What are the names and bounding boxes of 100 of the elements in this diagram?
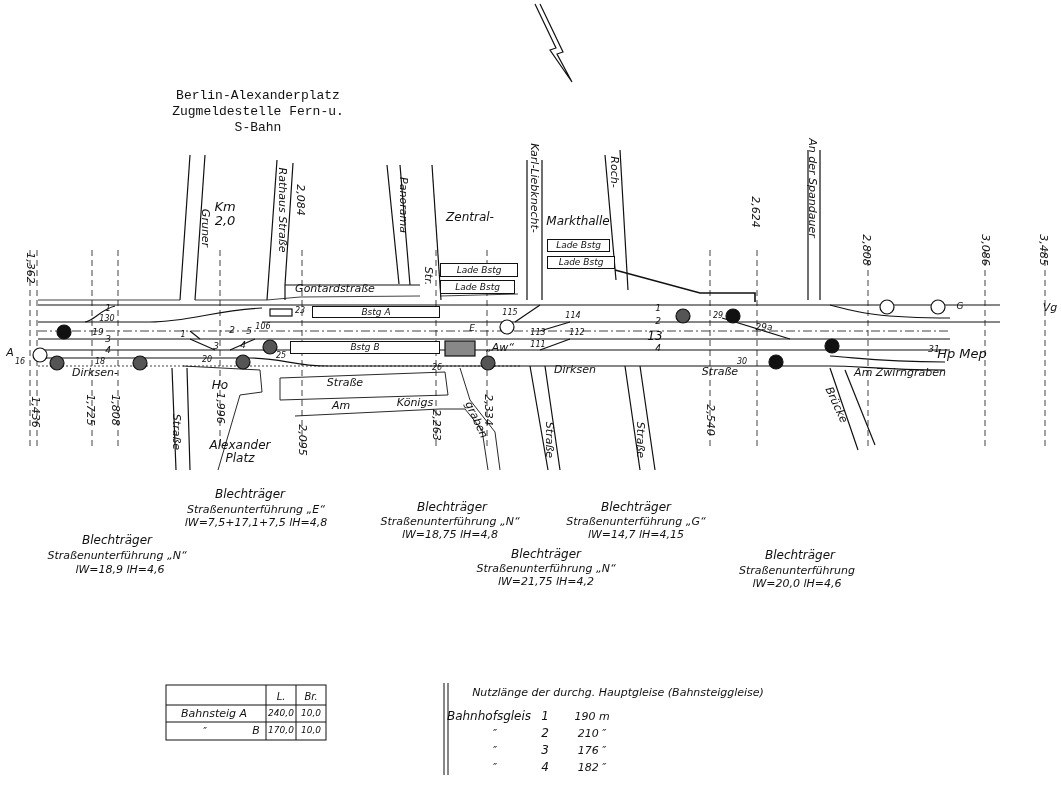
list-text: 210 ″	[577, 727, 607, 741]
street-name: Roch-	[607, 156, 621, 188]
list-text: 2	[541, 727, 549, 741]
place-name: Ho	[211, 379, 229, 393]
track-number: 16	[14, 357, 26, 367]
table-cell: Br.	[304, 690, 318, 702]
km-marker: 1,808	[108, 394, 122, 426]
street-name: Dirksen	[554, 363, 596, 377]
track-number: 18	[94, 357, 106, 367]
km-marker: 3,086	[978, 234, 992, 266]
track-number: 2	[655, 317, 661, 327]
bridge-name: Straßenunterführung „N“	[476, 562, 616, 576]
track-number: 4	[655, 344, 661, 354]
bridge-dimensions: lW=20,0 lH=4,6	[752, 577, 842, 591]
table-cell: 240,0	[268, 709, 294, 719]
bridge-dimensions: lW=18,9 lH=4,6	[75, 563, 165, 577]
km-marker: 1,725	[83, 394, 97, 426]
list-text: ″	[492, 761, 498, 775]
platform-box: Lade Bstg	[440, 263, 518, 277]
track-number: 5	[246, 327, 252, 337]
track-number: 19	[92, 328, 104, 338]
platform-box: Lade Bstg	[547, 239, 610, 252]
track-number: 1	[655, 304, 661, 314]
km-marker: 1,362	[23, 252, 37, 284]
bridge-name: Straßenunterführung „G“	[566, 515, 706, 529]
km-marker: 2,540	[703, 404, 717, 436]
list-text: 3	[541, 744, 549, 758]
track-number: 3	[213, 342, 219, 352]
street-name: An der Spandauer	[805, 138, 819, 238]
street-name: Zentral-	[446, 211, 494, 225]
street-name: Str.	[421, 266, 435, 286]
track-number: 20	[201, 355, 213, 365]
track-number: 26	[431, 363, 443, 373]
bridge-title: Blechträger	[510, 548, 582, 562]
place-name: Alexander Platz	[208, 438, 272, 466]
table-cell: 170,0	[268, 726, 294, 736]
list-text: 4	[541, 761, 549, 775]
street-name: Straße	[542, 421, 556, 459]
diagram-title: Berlin-Alexanderplatz Zugmeldestelle Fern-u. S-Bahn	[171, 88, 345, 136]
track-number: 29a	[755, 323, 773, 333]
list-text: 182 ″	[577, 761, 607, 775]
street-name: Am Zwirngraben	[854, 366, 946, 380]
street-name: Straße	[701, 365, 739, 379]
list-text: 176 ″	[577, 744, 607, 758]
track-number: 111	[530, 340, 546, 350]
track-number: 114	[565, 311, 581, 321]
street-name: Straße	[326, 376, 364, 390]
place-name: Hp Mep	[937, 346, 987, 362]
track-number: 4	[240, 341, 246, 351]
table-cell: L.	[276, 690, 286, 702]
list-text: 1	[541, 710, 549, 724]
platform-box: Lade Bstg	[547, 256, 615, 269]
track-number: 13	[647, 330, 663, 344]
street-name: Panorama	[396, 177, 410, 233]
track-number: 1	[180, 330, 186, 340]
signal-name: Vg	[1042, 301, 1058, 315]
track-number: 29	[712, 311, 724, 321]
track-number: 130	[99, 314, 115, 324]
track-number: 106	[255, 322, 271, 332]
track-number: 25	[275, 351, 287, 361]
table-cell: 10,0	[301, 726, 321, 736]
km-marker: 2,084	[293, 184, 307, 216]
bridge-title: Blechträger	[600, 501, 672, 515]
bridge-name: Straßenunterführung	[739, 564, 855, 578]
list-text: ″	[492, 727, 498, 741]
platform-box: Lade Bstg	[440, 280, 515, 294]
track-number: 113	[530, 328, 546, 338]
table-cell: ″	[203, 725, 207, 737]
km-marker: 2,334	[482, 394, 495, 426]
track-number: 2	[229, 326, 235, 336]
list-text: 190 m	[574, 710, 610, 724]
street-name: Dirksen-	[72, 366, 118, 380]
track-number: 4	[105, 346, 111, 356]
bridge-name: Straßenunterführung „N“	[47, 549, 187, 563]
platform-box: Bstg A	[312, 306, 440, 318]
track-number: 23	[294, 306, 306, 316]
bridge-dimensions: lW=18,75 lH=4,8	[401, 528, 499, 542]
km-marker: 2,624	[748, 196, 762, 228]
note-heading: Nutzlänge der durchg. Hauptgleise (Bahnsteiggleise)	[472, 686, 764, 700]
track-number: 115	[502, 308, 518, 318]
km-marker: 1,996	[213, 392, 227, 424]
bridge-dimensions: lW=7,5+17,1+7,5 lH=4,8	[184, 516, 328, 530]
signal-name: A	[6, 346, 14, 360]
place-name: „Aw“	[486, 341, 514, 355]
signal-name: E	[469, 324, 475, 334]
track-number: 3	[105, 335, 111, 345]
signal-name: G	[956, 302, 964, 312]
table-cell: Bahnsteig A	[180, 707, 248, 721]
street-name: Karl-Liebknecht-	[527, 143, 541, 233]
bridge-dimensions: lW=14,7 lH=4,15	[587, 528, 685, 542]
street-name: Markthalle	[546, 215, 610, 229]
street-name: Gruner	[198, 208, 212, 248]
list-text: Bahnhofsgleis	[446, 710, 532, 724]
street-name: Rathaus Straße	[275, 167, 289, 253]
bridge-name: Straßenunterführung „N“	[380, 515, 520, 529]
street-name: Königs	[396, 396, 434, 410]
track-number: 30	[736, 357, 748, 367]
track-number: 1	[105, 304, 111, 314]
street-name: Straße	[169, 413, 183, 451]
km-marker: 2,095	[295, 424, 309, 456]
